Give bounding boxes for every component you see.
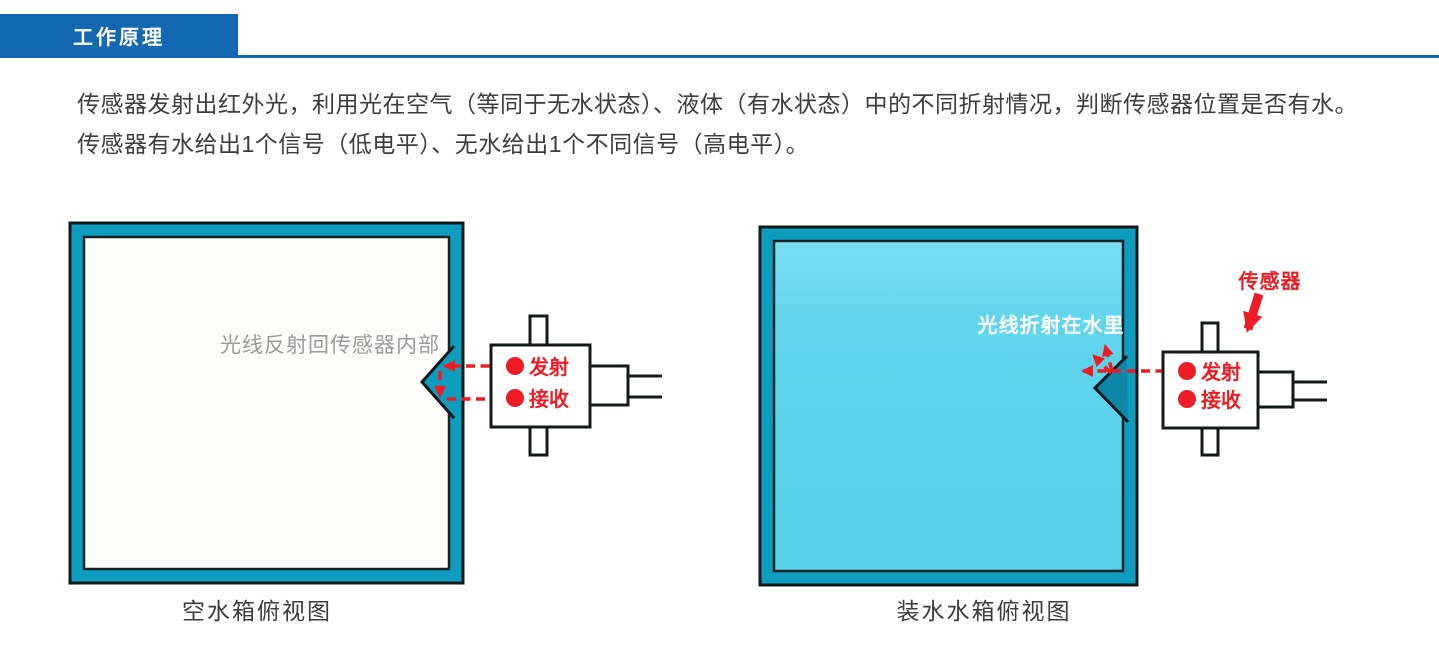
reflection-annotation: 光线反射回传感器内部 bbox=[220, 334, 440, 357]
sensor-connector bbox=[1256, 370, 1295, 409]
filled-tank-caption: 装水水箱俯视图 bbox=[897, 598, 1072, 624]
description-line-1: 传感器发射出红外光，利用光在空气（等同于无水状态）、液体（有水状态）中的不同折射… bbox=[77, 91, 1358, 117]
sensor-top-tab bbox=[1200, 321, 1220, 356]
light-path-refract-left-arrow bbox=[1091, 353, 1113, 375]
light-path-refract-up-arrow bbox=[1102, 344, 1114, 372]
receive-dot bbox=[1178, 390, 1196, 408]
emit-dot bbox=[506, 357, 524, 375]
description-text: 传感器发射出红外光，利用光在空气（等同于无水状态）、液体（有水状态）中的不同折射… bbox=[77, 84, 1407, 164]
sensor-callout-arrow bbox=[1243, 292, 1264, 333]
emit-dot bbox=[1178, 362, 1196, 380]
emit-label: 发射 bbox=[1200, 360, 1241, 384]
filled-tank-water bbox=[772, 239, 1125, 573]
sensor-body bbox=[489, 343, 592, 429]
emit-label: 发射 bbox=[528, 355, 569, 379]
sensor-connector bbox=[588, 364, 630, 407]
empty-tank-interior bbox=[82, 235, 451, 571]
sensor-block: 发射 接收 bbox=[1161, 321, 1327, 457]
section-title-banner: 工作原理 bbox=[0, 14, 238, 56]
section-title: 工作原理 bbox=[73, 26, 165, 49]
section-divider-line bbox=[0, 55, 1439, 58]
receive-label: 接收 bbox=[1201, 388, 1241, 412]
sensor-bottom-tab bbox=[528, 423, 549, 457]
empty-tank-diagram: 光线反射回传感器内部 发射 接收 空水箱俯视图 bbox=[68, 221, 662, 624]
sensor-callout-label: 传感器 bbox=[1238, 269, 1302, 293]
filled-tank-diagram: 光线折射在水里 传感器 发射 接收 装水水箱俯视图 bbox=[758, 225, 1327, 624]
sensor-bottom-tab bbox=[1200, 424, 1220, 457]
refraction-annotation: 光线折射在水里 bbox=[977, 313, 1125, 337]
sensor-top-tab bbox=[528, 314, 549, 349]
description-line-2: 传感器有水给出1个信号（低电平）、无水给出1个不同信号（高电平）。 bbox=[77, 131, 810, 157]
sensor-block: 发射 接收 bbox=[489, 314, 662, 457]
receive-dot bbox=[506, 389, 524, 407]
sensor-body bbox=[1161, 350, 1260, 430]
receive-label: 接收 bbox=[529, 387, 569, 411]
empty-tank-caption: 空水箱俯视图 bbox=[182, 598, 332, 624]
